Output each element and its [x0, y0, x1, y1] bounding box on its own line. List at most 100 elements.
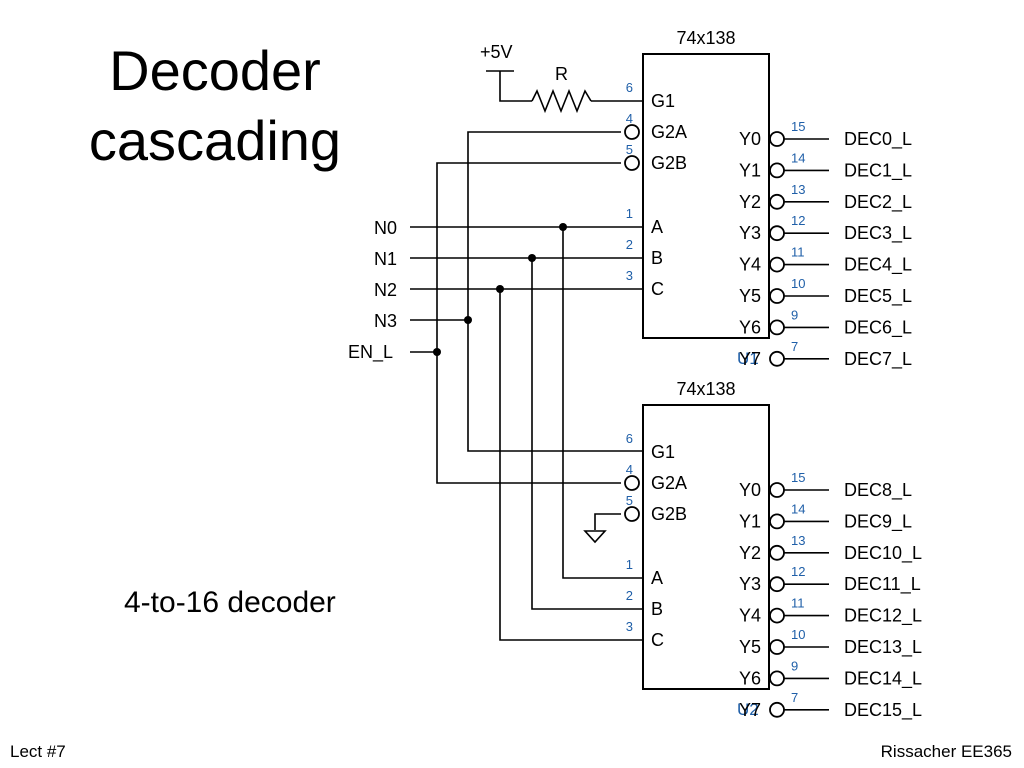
output-pin-name: Y4	[739, 606, 761, 626]
output-signal-label: DEC6_L	[844, 317, 912, 338]
output-signal-label: DEC12_L	[844, 606, 922, 627]
decoder-chip-u2: 74x138U2G16G2A4G2B5A1B2C3Y015DEC8_LY114D…	[624, 379, 922, 721]
output-signal-label: DEC7_L	[844, 349, 912, 370]
output-signal-label: DEC0_L	[844, 129, 912, 150]
active-low-bubble	[769, 701, 785, 718]
active-low-bubble	[769, 319, 785, 336]
output-pin-number: 10	[791, 276, 805, 291]
active-low-bubble	[624, 475, 640, 491]
active-low-bubble	[769, 225, 785, 242]
active-low-bubble	[769, 639, 785, 655]
supply-label: +5V	[480, 42, 513, 62]
output-signal-label: DEC9_L	[844, 511, 912, 532]
input-pin-number: 6	[626, 431, 633, 446]
title-line-2: cascading	[88, 109, 342, 172]
active-low-bubble	[769, 544, 785, 561]
output-signal-label: DEC13_L	[844, 637, 922, 658]
output-signal-label: DEC2_L	[844, 192, 912, 213]
output-pin-number: 9	[791, 658, 798, 673]
output-signal-label: DEC10_L	[844, 543, 922, 564]
input-pin-name: G2B	[651, 504, 687, 524]
junction-dot	[528, 254, 536, 262]
output-pin-name: Y0	[739, 480, 761, 500]
input-pin-number: 5	[626, 142, 633, 157]
active-low-bubble	[624, 506, 640, 522]
input-pin-number: 2	[626, 588, 633, 603]
output-pin-number: 14	[791, 501, 805, 516]
chip-reference: U2	[737, 700, 759, 719]
output-signal-label: DEC8_L	[844, 480, 912, 501]
input-label-n0: N0	[374, 218, 397, 238]
input-pin-number: 4	[626, 111, 633, 126]
input-pin-number: 3	[626, 619, 633, 634]
input-pin-name: G2B	[651, 153, 687, 173]
output-pin-number: 14	[791, 150, 805, 165]
input-pin-number: 1	[626, 557, 633, 572]
input-pin-name: G1	[651, 91, 675, 111]
output-signal-label: DEC15_L	[844, 700, 922, 721]
output-pin-number: 10	[791, 627, 805, 642]
input-label-n1: N1	[374, 249, 397, 269]
footer-lecture: Lect #7	[10, 742, 66, 761]
input-pin-number: 6	[626, 80, 633, 95]
output-pin-name: Y5	[739, 637, 761, 657]
wire-n3-to-u2-g1	[467, 320, 643, 452]
output-pin-name: Y3	[739, 574, 761, 594]
input-pin-name: C	[651, 279, 664, 299]
pullup-network: +5V R	[480, 42, 643, 114]
junction-dot	[433, 348, 441, 356]
output-pin-name: Y4	[739, 255, 761, 275]
active-low-bubble	[769, 350, 785, 367]
output-pin-number: 7	[791, 339, 798, 354]
active-low-bubble	[769, 131, 785, 147]
chip-reference: U1	[737, 349, 759, 368]
output-pin-name: Y5	[739, 286, 761, 306]
input-pin-name: A	[651, 217, 663, 237]
chip-body-u1	[642, 53, 770, 339]
wire-n2-to-u2-c	[499, 289, 643, 641]
chip-body-u2	[642, 404, 770, 690]
input-pin-name: G1	[651, 442, 675, 462]
input-pin-number: 5	[626, 493, 633, 508]
wire-en-to-u1-g2b	[410, 162, 621, 353]
output-pin-number: 12	[791, 564, 805, 579]
active-low-bubble	[769, 607, 785, 624]
output-pin-number: 13	[791, 182, 805, 197]
slide-title: Decoder cascading	[40, 36, 390, 176]
footer-course: Rissacher EE365	[880, 742, 1012, 761]
input-pin-number: 1	[626, 206, 633, 221]
input-label-n3: N3	[374, 311, 397, 331]
active-low-bubble	[769, 670, 785, 687]
active-low-bubble	[769, 576, 785, 593]
title-line-1: Decoder	[109, 39, 321, 102]
input-labels: N0 N1 N2 N3 EN_L	[348, 218, 397, 363]
output-pin-name: Y6	[739, 668, 761, 688]
output-pin-name: Y6	[739, 317, 761, 337]
input-pin-name: B	[651, 248, 663, 268]
output-pin-name: Y1	[739, 511, 761, 531]
output-pin-number: 9	[791, 307, 798, 322]
junction-dot	[464, 316, 472, 324]
active-low-bubble	[624, 155, 640, 171]
input-pin-name: G2A	[651, 473, 687, 493]
wire-en-to-u2-g2a	[436, 352, 621, 484]
input-pin-number: 2	[626, 237, 633, 252]
supply-wire	[499, 71, 532, 102]
chip-part-number: 74x138	[676, 379, 735, 399]
output-pin-name: Y3	[739, 223, 761, 243]
wire-n3-to-u1-g2a	[410, 131, 621, 321]
input-pin-number: 4	[626, 462, 633, 477]
output-pin-name: Y2	[739, 543, 761, 563]
input-pin-number: 3	[626, 268, 633, 283]
junction-dot	[559, 223, 567, 231]
interconnect-wires	[410, 131, 643, 641]
diagram-caption: 4-to-16 decoder	[124, 586, 336, 619]
input-pin-name: C	[651, 630, 664, 650]
input-pin-name: G2A	[651, 122, 687, 142]
output-pin-name: Y1	[739, 160, 761, 180]
active-low-bubble	[769, 256, 785, 273]
resistor-symbol	[531, 88, 592, 114]
input-pin-name: A	[651, 568, 663, 588]
resistor-label: R	[555, 64, 568, 84]
